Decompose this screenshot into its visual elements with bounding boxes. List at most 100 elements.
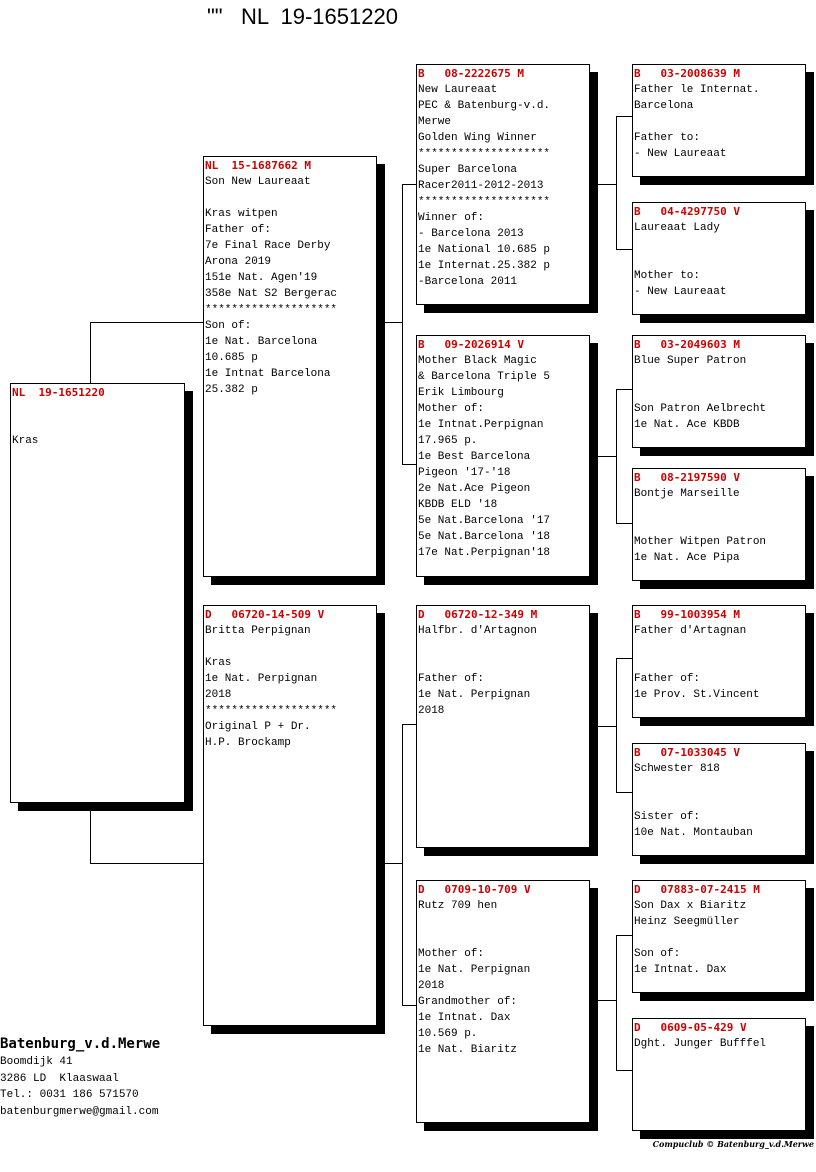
pedigree-line: 10.569 p. — [418, 1028, 478, 1040]
ring-number: B 03-2049603 M — [634, 338, 740, 351]
pedigree-line: ******************** — [205, 304, 338, 316]
pedigree-line: 1e Nat. Perpignan — [418, 964, 531, 976]
pedigree-line: Halfbr. d'Artagnon — [418, 625, 537, 637]
pedigree-line: Son Dax x Biaritz — [634, 900, 747, 912]
pedigree-line: 1e Nat. Barcelona — [205, 336, 318, 348]
pedigree-line: Racer2011-2012-2013 — [418, 180, 544, 192]
pedigree-line — [205, 190, 375, 206]
connector — [616, 658, 617, 792]
connector — [597, 1000, 616, 1001]
connector — [90, 863, 204, 864]
connector — [597, 184, 616, 185]
pedigree-line: 2018 — [418, 980, 445, 992]
ring-number: D 0609-05-429 V — [634, 1021, 747, 1034]
pedigree-line: -Barcelona 2011 — [418, 276, 518, 288]
pedigree-line — [12, 401, 183, 417]
pedigree-line: & Barcelona Triple 5 — [418, 371, 551, 383]
pedigree-line — [634, 502, 804, 518]
connector — [402, 184, 403, 464]
connector — [402, 724, 403, 1005]
pedigree-line: ******************** — [418, 196, 551, 208]
connector — [597, 456, 616, 457]
pedigree-line: 10e Nat. Montauban — [634, 827, 753, 839]
ring-number: B 08-2197590 V — [634, 471, 740, 484]
ring-number: NL 19-1651220 — [12, 386, 105, 399]
pedigree-line: 10.685 p — [205, 352, 258, 364]
connector — [90, 810, 91, 863]
pedigree-line: Laureaat Lady — [634, 222, 720, 234]
pedigree-line: - New Laureaat — [634, 286, 727, 298]
connector — [402, 1005, 417, 1006]
pedigree-line: - Barcelona 2013 — [418, 228, 524, 240]
breeder-email[interactable]: batenburgmerwe@gmail.com — [0, 1105, 159, 1118]
connector — [402, 184, 417, 185]
pedigree-line — [634, 639, 804, 655]
pedigree-line: 2e Nat.Ace Pigeon — [418, 483, 531, 495]
pedigree-line: Father of: — [205, 224, 272, 236]
pedigree-line — [634, 252, 804, 268]
pedigree-line: Father le Internat. — [634, 84, 760, 96]
pedigree-line: 7e Final Race Derby — [205, 240, 331, 252]
pedigree-line: 5e Nat.Barcelona '17 — [418, 515, 551, 527]
ring-number: B 04-4297750 V — [634, 205, 740, 218]
pedigree-line: Arona 2019 — [205, 256, 272, 268]
pedigree-line: 358e Nat S2 Bergerac — [205, 288, 338, 300]
pedigree-line: PEC & Batenburg-v.d. — [418, 100, 551, 112]
pigeon-card-mmm[interactable]: D 0609-05-429 V Dght. Junger Bufffel — [632, 1018, 806, 1131]
pedigree-line: 2018 — [418, 705, 445, 717]
pedigree-title: "" NL 19-1651220 — [207, 4, 398, 29]
pedigree-line: 1e Nat. Ace KBDB — [634, 419, 740, 431]
pedigree-line: Father of: — [634, 673, 701, 685]
connector — [402, 464, 417, 465]
breeder-postcode: 3286 LD Klaaswaal — [0, 1072, 119, 1085]
ring-number: B 99-1003954 M — [634, 608, 740, 621]
pedigree-line: 151e Nat. Agen'19 — [205, 272, 318, 284]
ring-number: B 03-2008639 M — [634, 67, 740, 80]
pedigree-line: 25.382 p — [205, 384, 258, 396]
pedigree-line: Kras — [205, 657, 232, 669]
pedigree-line: 1e Nat. Biaritz — [418, 1044, 518, 1056]
pedigree-line: Blue Super Patron — [634, 355, 747, 367]
connector — [616, 116, 632, 117]
pedigree-line — [418, 930, 588, 946]
ring-number: B 07-1033045 V — [634, 746, 740, 759]
pedigree-line: 2018 — [205, 689, 232, 701]
connector — [616, 935, 617, 1070]
pedigree-line — [418, 914, 588, 930]
breeder-phone: Tel.: 0031 186 571570 — [0, 1089, 139, 1101]
pedigree-line — [12, 417, 183, 433]
ring-number: D 06720-14-509 V — [205, 608, 325, 621]
pedigree-line: KBDB ELD '18 — [418, 499, 498, 511]
pedigree-line: Mother Black Magic — [418, 355, 537, 367]
connector — [384, 863, 402, 864]
pedigree-line: Kras witpen — [205, 208, 278, 220]
connector — [616, 116, 617, 249]
pedigree-line: 1e Nat. Ace Pipa — [634, 552, 740, 564]
pedigree-line: Rutz 709 hen — [418, 900, 498, 912]
ring-number: B 08-2222675 M — [418, 67, 524, 80]
connector — [616, 389, 617, 523]
pedigree-line: Son New Laureaat — [205, 176, 311, 188]
ring-number: NL 15-1687662 M — [205, 159, 311, 172]
pedigree-line: ******************** — [418, 148, 551, 160]
pedigree-line: Winner of: — [418, 212, 485, 224]
pedigree-line: Original P + Dr. — [205, 721, 311, 733]
pedigree-line — [634, 518, 804, 534]
pedigree-line: Dght. Junger Bufffel — [634, 1038, 767, 1050]
pedigree-line: Son of: — [205, 320, 252, 332]
pedigree-line: ******************** — [205, 705, 338, 717]
